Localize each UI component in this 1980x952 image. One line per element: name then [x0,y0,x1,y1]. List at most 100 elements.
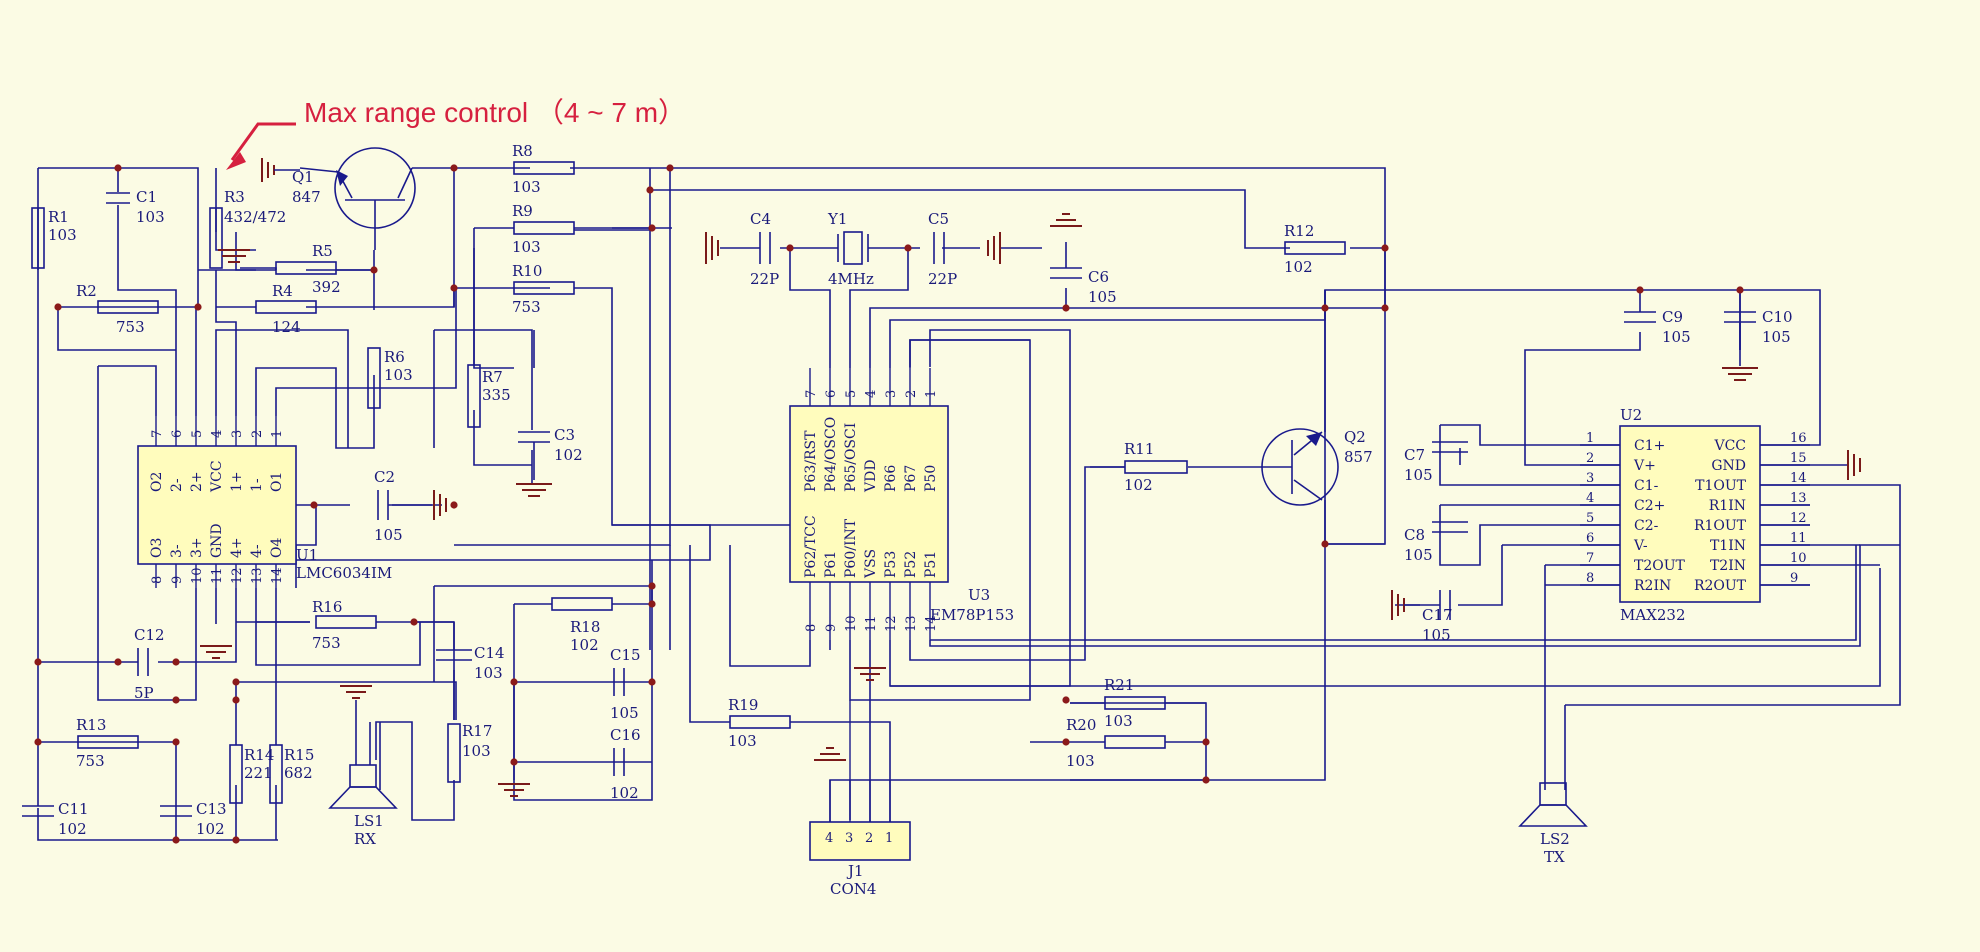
label-y1-val: 4MHz [828,270,874,288]
resistor-r7 [467,364,481,428]
resistors [31,161,1346,804]
label-r21-ref: R21 [1104,676,1134,694]
label-q2-ref: Q2 [1344,428,1366,446]
u1-pin-name: 4- [249,544,265,558]
label-ls1-val: RX [354,830,376,848]
label-c3-val: 102 [554,446,583,464]
label-r7-ref: R7 [482,368,503,386]
label-c2-val: 105 [374,526,403,544]
u2-pin-name: R1IN [1709,498,1746,514]
speaker-ls2 [1518,782,1588,827]
u2-pin-number: 7 [1586,551,1594,566]
u2-pin-name: T2IN [1710,558,1746,574]
u3-pin-name: P53 [883,551,899,578]
label-r1-ref: R1 [48,208,69,226]
label-c2-ref: C2 [374,468,395,486]
capacitor-c2 [377,490,389,520]
resistor-r10 [513,281,575,295]
u2-pin-name: R1OUT [1694,518,1747,534]
label-c8-ref: C8 [1404,526,1425,544]
label-c1-ref: C1 [136,188,157,206]
u1-pin-number: 12 [230,567,245,584]
label-c11-val: 102 [58,820,87,838]
label-r14-ref: R14 [244,746,274,764]
u1-pin-number: 3 [230,430,245,438]
resistor-r17 [447,723,461,783]
u1-pin-number: 1 [270,430,285,438]
label-u2-part: MAX232 [1620,606,1686,624]
label-c7-val: 105 [1404,466,1433,484]
label-r13-ref: R13 [76,716,106,734]
label-ls2-val: TX [1544,848,1565,866]
u1-pin-number: 9 [170,576,185,584]
resistor-r18 [551,597,613,611]
capacitor-c1 [106,192,130,204]
speaker-ls1 [328,700,398,809]
range-annotation: Max range control （4 ~ 7 m） [304,97,686,128]
label-c13-val: 102 [196,820,225,838]
junction-dots [34,164,1744,844]
u2-pin-name: C2- [1634,518,1659,534]
u2-pin-number: 10 [1790,551,1807,566]
capacitor-c13 [160,805,192,817]
u2-pin-name: T1IN [1710,538,1746,554]
label-r5-val: 392 [312,278,341,296]
u1-pin-number: 11 [210,567,225,584]
label-r10-val: 753 [512,298,541,316]
transistor-q2 [1261,428,1339,506]
label-r15-ref: R15 [284,746,314,764]
label-r21-val: 103 [1104,712,1133,730]
label-r4-val: 124 [272,318,301,336]
label-r19-ref: R19 [728,696,758,714]
u1-pin-name: O2 [149,472,165,492]
u3-pin-name: P64/OSCO [823,417,839,492]
label-c8-val: 105 [1404,546,1433,564]
label-c5-ref: C5 [928,210,949,228]
u3-pin-name: P61 [823,551,839,578]
u3-pin-number: 4 [864,390,879,398]
capacitor-c16 [613,748,625,776]
label-r15-val: 682 [284,764,313,782]
u1-pin-number: 10 [190,567,205,584]
u2-pin-number: 13 [1790,491,1807,506]
u2-pin-number: 9 [1790,571,1798,586]
u1-pin-name: O4 [269,538,285,558]
resistor-r4 [255,300,317,314]
capacitor-c8 [1432,521,1468,533]
label-u1-part: LMC6034IM [296,564,392,582]
label-r9-ref: R9 [512,202,533,220]
u2-pin-name: R2OUT [1694,578,1747,594]
u1-pin-name: 1+ [229,471,245,492]
u3-pin-number: 11 [864,615,879,632]
u2-pin-name: VCC [1713,438,1746,454]
label-r20-ref: R20 [1066,716,1096,734]
label-c15-val: 105 [610,704,639,722]
capacitors [22,192,1756,817]
u1-pin-number: 5 [190,430,205,438]
u2-pin-number: 4 [1586,491,1594,506]
u3-pin-name: P60/INT [843,518,859,578]
u3-pin-name: P52 [903,551,919,578]
u3-pin-name: P66 [883,465,899,492]
u3-pin-number: 3 [884,390,899,398]
crystal-y1 [837,231,869,265]
capacitor-c11 [22,805,54,817]
resistor-r9 [513,221,575,235]
u2-pin-name: C1+ [1634,438,1665,454]
u3-pin-number: 6 [824,390,839,398]
u3-pin-number: 10 [844,615,859,632]
u2-pin-number: 6 [1586,531,1594,546]
resistor-r15 [269,744,283,804]
resistor-r20 [1104,735,1166,749]
resistor-r1 [31,207,45,269]
u2-pin-number: 11 [1790,531,1807,546]
label-r8-val: 103 [512,178,541,196]
u1-pin-name: 2+ [189,471,205,492]
label-j1-ref: J1 [846,862,864,880]
resistor-r14 [229,744,243,804]
j1-pin-num: 1 [885,831,893,846]
label-c15-ref: C15 [610,646,641,664]
u2-pin-name: R2IN [1634,578,1671,594]
u3-pin-number: 2 [904,390,919,398]
label-r11-val: 102 [1124,476,1153,494]
